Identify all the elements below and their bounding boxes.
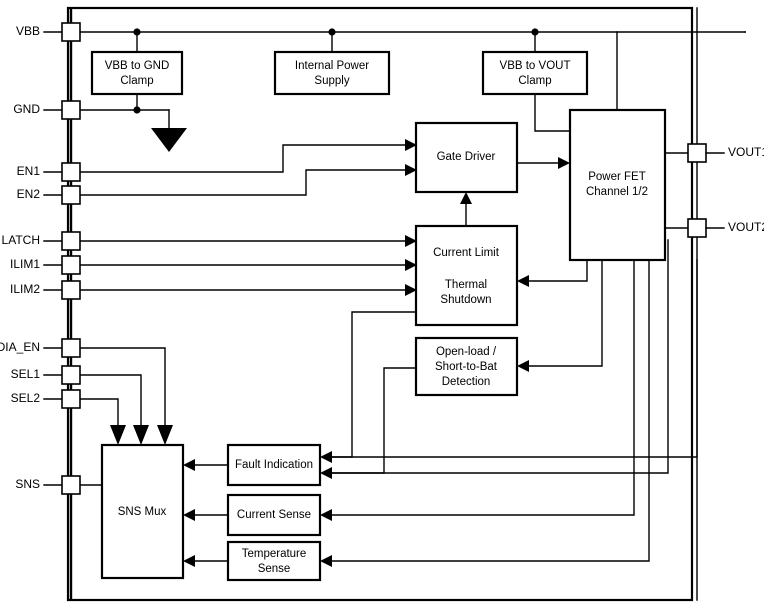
wire-powerfet-to-openload — [528, 259, 603, 367]
block-sns-mux[interactable] — [100, 443, 185, 580]
pin-label-sns: SNS — [15, 477, 40, 491]
arrowhead-powerfet-currentsense — [320, 509, 332, 521]
junction-dot-vbb-supply — [328, 28, 336, 36]
pin-ilim2[interactable] — [61, 280, 81, 300]
arrowhead-powerfet-tempsense — [320, 555, 332, 567]
arrowhead-sel2 — [110, 425, 126, 445]
junction-dot-vbb-voutclamp — [531, 28, 539, 36]
block-open-load-label-1: Open-load / — [436, 346, 497, 358]
pin-latch[interactable] — [61, 231, 81, 251]
arrowhead-openload-fault — [320, 467, 332, 479]
wire-powerfet-to-currentlimit — [528, 259, 588, 282]
pin-label-gnd: GND — [13, 102, 40, 116]
pin-vbb[interactable] — [61, 22, 81, 42]
block-gate-driver-label: Gate Driver — [437, 151, 496, 163]
pin-label-latch: LATCH — [2, 233, 40, 247]
block-vbb-to-vout-clamp-label-2: Clamp — [518, 75, 551, 87]
pin-label-sel1: SEL1 — [11, 367, 41, 381]
wire-powerfet-to-currentsense — [331, 259, 635, 516]
junction-dot-gnd — [133, 106, 141, 114]
block-fault-indication[interactable] — [226, 443, 322, 487]
arrowhead-gatedriver-powerfet — [558, 157, 570, 169]
wire-en1-to-gate-driver — [79, 144, 406, 173]
arrowhead-dia-en — [157, 425, 173, 445]
block-gate-driver[interactable] — [414, 121, 519, 194]
pin-label-vbb: VBB — [16, 24, 40, 38]
block-temperature-sense-label-2: Sense — [258, 563, 291, 575]
wire-currentlimit-to-fault — [331, 311, 417, 458]
block-vbb-to-vout-clamp-label-1: VBB to VOUT — [500, 60, 571, 72]
ground-symbol-icon — [151, 128, 187, 152]
pin-label-sel2: SEL2 — [11, 391, 41, 405]
block-open-load-label-3: Detection — [442, 376, 491, 388]
pin-sel2[interactable] — [61, 389, 81, 409]
wire-voutclamp-to-powerfet — [534, 93, 571, 132]
wire-sel2-to-snsmux — [79, 398, 119, 426]
wire-dia-en-to-snsmux — [79, 347, 166, 426]
block-vbb-to-gnd-clamp-label-1: VBB to GND — [105, 60, 170, 72]
block-fault-indication-label: Fault Indication — [235, 459, 313, 471]
pin-ilim1[interactable] — [61, 255, 81, 275]
arrowhead-en1 — [405, 139, 417, 151]
block-temperature-sense[interactable] — [226, 540, 322, 582]
pin-label-vout2: VOUT2 — [728, 220, 764, 234]
arrowhead-fault-snsmux — [183, 459, 195, 471]
junction-dot-vbb-clamp — [133, 28, 141, 36]
block-internal-power-supply[interactable] — [273, 50, 391, 96]
arrowhead-powerfet-currentlimit — [517, 275, 529, 287]
pin-en2[interactable] — [61, 185, 81, 205]
arrowhead-powerfet-openload — [517, 360, 529, 372]
block-vbb-to-vout-clamp[interactable] — [481, 50, 589, 96]
pin-label-vout1: VOUT1 — [728, 145, 764, 159]
arrowhead-ilim1 — [405, 259, 417, 271]
pin-sel1[interactable] — [61, 365, 81, 385]
arrowhead-currentlimit-gatedriver — [460, 192, 472, 204]
block-current-sense-label: Current Sense — [237, 509, 311, 521]
block-sns-mux-label: SNS Mux — [118, 506, 167, 518]
block-power-fet-label-2: Channel 1/2 — [586, 186, 648, 198]
pin-en1[interactable] — [61, 162, 81, 182]
pin-vout1[interactable] — [687, 143, 707, 163]
pin-label-ilim2: ILIM2 — [10, 282, 40, 296]
wire-vout-rail-to-fault-b — [331, 239, 669, 474]
pin-label-ilim1: ILIM1 — [10, 257, 40, 271]
block-open-load-label-2: Short-to-Bat — [435, 361, 498, 373]
pin-label-en2: EN2 — [17, 187, 41, 201]
block-internal-power-supply-label-1: Internal Power — [295, 60, 369, 72]
block-current-limit-label-2: Thermal — [445, 279, 487, 291]
wire-powerfet-to-tempsense — [331, 259, 650, 562]
block-current-limit-label-1: Current Limit — [433, 247, 500, 259]
pin-vout2[interactable] — [687, 218, 707, 238]
pin-dia-en[interactable] — [61, 338, 81, 358]
arrowhead-ilim2 — [405, 284, 417, 296]
block-internal-power-supply-label-2: Supply — [314, 75, 349, 87]
arrowhead-sel1 — [133, 425, 149, 445]
device-boundary — [66, 6, 694, 602]
wire-vout-rail-to-fault-a — [331, 259, 698, 458]
arrowhead-currentsense-snsmux — [183, 509, 195, 521]
block-vbb-to-gnd-clamp[interactable] — [90, 50, 184, 96]
arrowhead-tempsense-snsmux — [183, 555, 195, 567]
block-current-limit-thermal-shutdown[interactable] — [414, 224, 519, 327]
pin-label-dia-en: DIA_EN — [0, 340, 40, 354]
pin-sns[interactable] — [61, 475, 81, 495]
pin-gnd[interactable] — [61, 100, 81, 120]
arrowhead-currentlimit-fault — [320, 451, 332, 463]
wire-sel1-to-snsmux — [79, 374, 142, 426]
pin-label-en1: EN1 — [17, 164, 41, 178]
block-temperature-sense-label-1: Temperature — [242, 548, 307, 560]
block-power-fet[interactable] — [568, 108, 667, 262]
wire-en2-to-gate-driver — [79, 169, 406, 196]
block-current-sense[interactable] — [226, 493, 322, 537]
arrowhead-en2 — [405, 164, 417, 176]
arrowhead-latch — [405, 235, 417, 247]
block-current-limit-label-3: Shutdown — [440, 294, 491, 306]
block-vbb-to-gnd-clamp-label-2: Clamp — [120, 75, 153, 87]
block-open-load-detection[interactable] — [414, 336, 519, 397]
block-power-fet-label-1: Power FET — [588, 171, 646, 183]
